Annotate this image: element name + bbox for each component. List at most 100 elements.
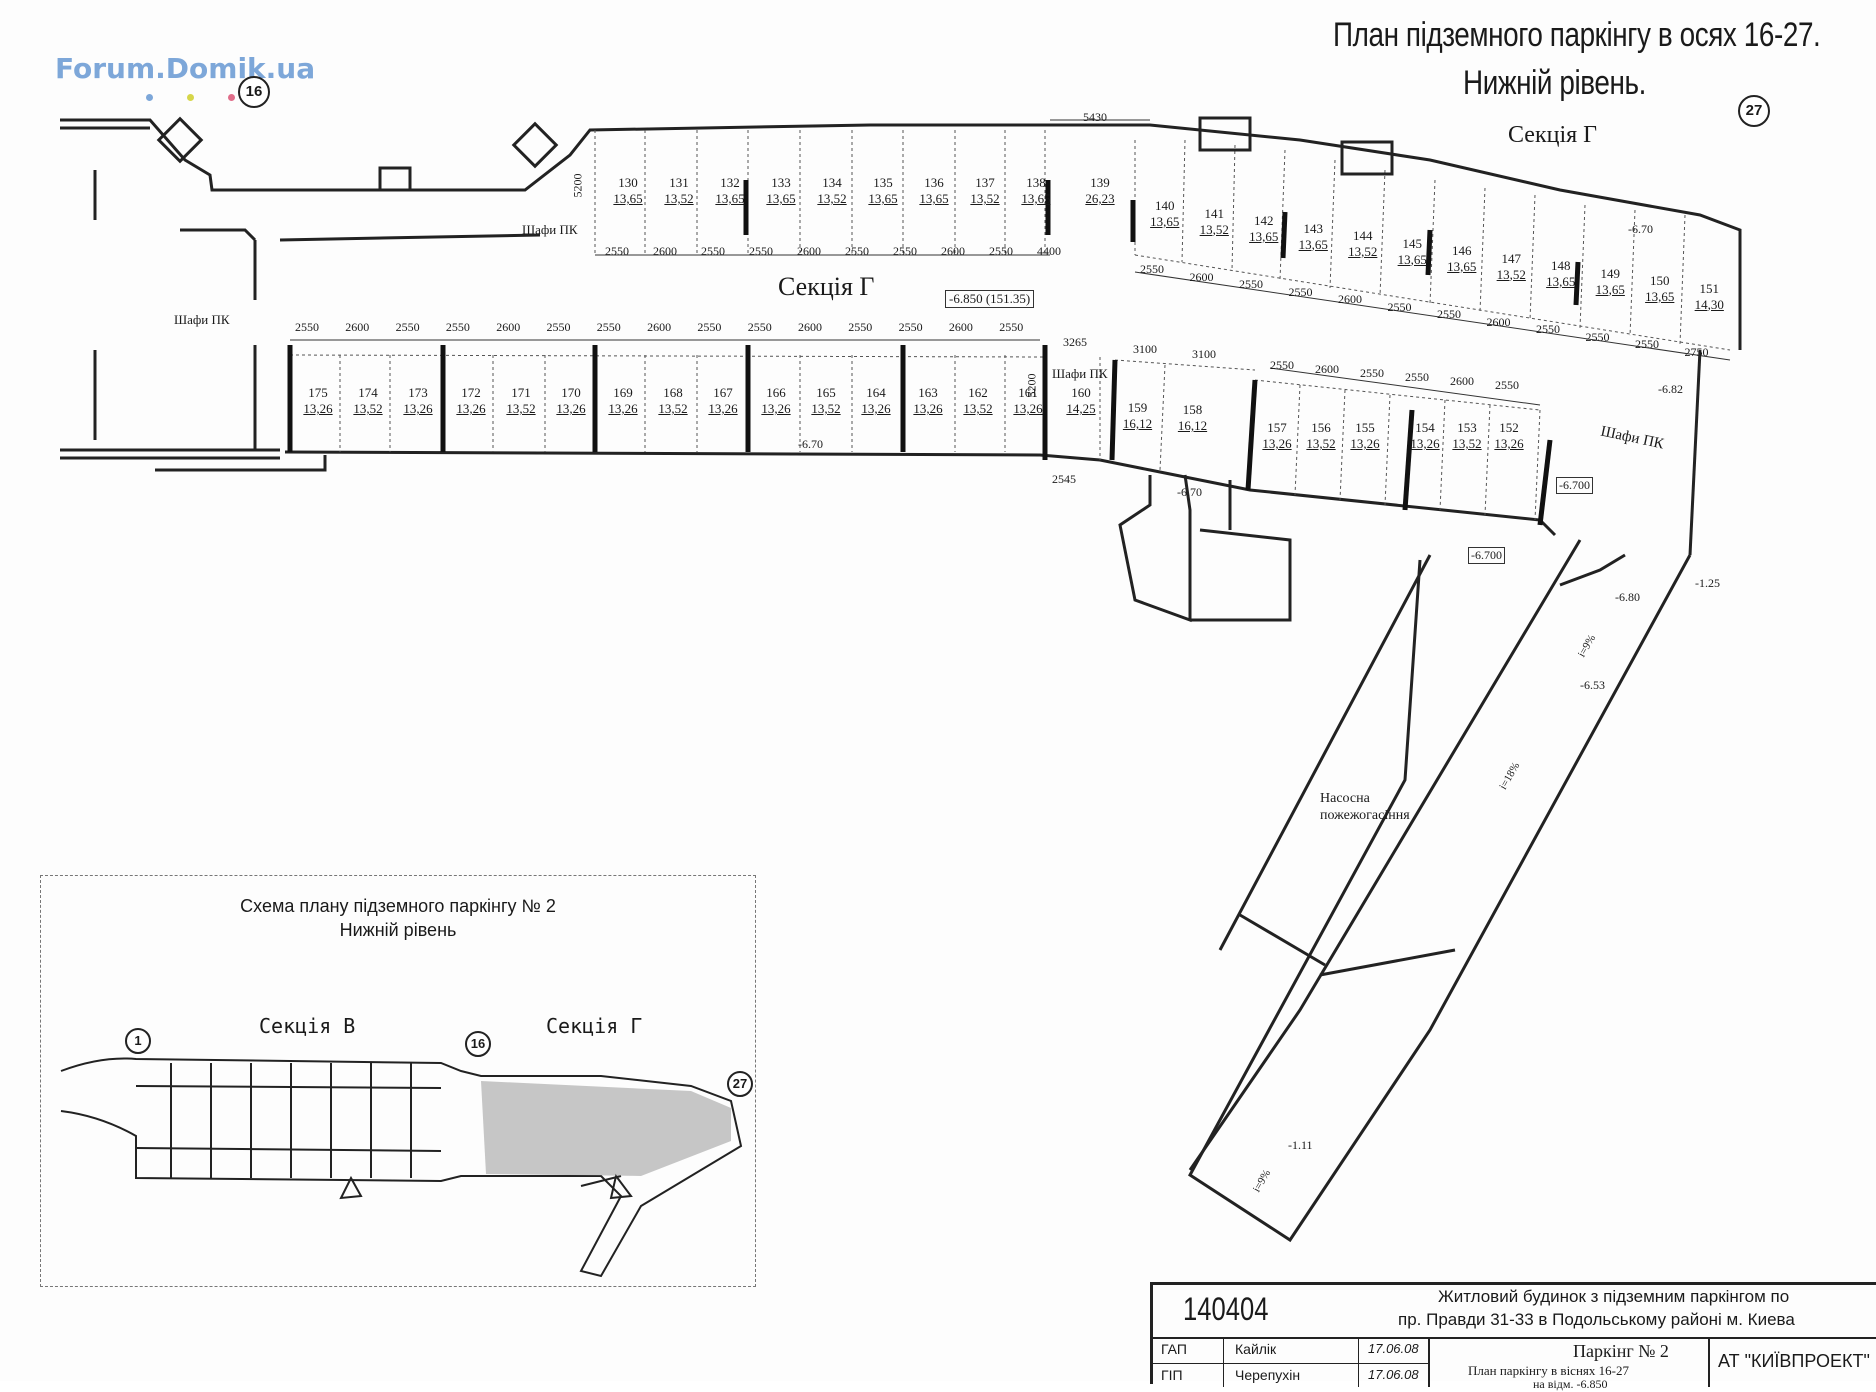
dimension-value: 2600 <box>798 320 822 334</box>
dimension-value: 2600 <box>1189 269 1214 284</box>
role-gip: ГІП <box>1161 1367 1183 1383</box>
scheme-axis-16: 16 <box>465 1031 491 1057</box>
level-mark: -6.850 (151.35) <box>945 290 1035 308</box>
parking-space-number: 175 <box>308 385 328 400</box>
scheme-axis-1: 1 <box>125 1028 151 1054</box>
parking-space-number: 130 <box>618 175 638 190</box>
parking-space-area: 13,65 <box>1021 191 1051 206</box>
dimension-value: 2550 <box>445 320 470 334</box>
parking-space-number: 155 <box>1355 420 1375 435</box>
parking-space-number: 174 <box>358 385 378 400</box>
dimension-value: 2600 <box>948 320 973 334</box>
dimension-value: 2550 <box>1495 378 1519 392</box>
dimension-value: 2550 <box>1140 262 1164 276</box>
vent-shafts <box>156 116 1394 192</box>
organization: АТ "КИЇВПРОЕКТ" <box>1718 1351 1870 1371</box>
name-gap: Кайлік <box>1235 1341 1277 1357</box>
dimension-value: 2550 <box>749 244 773 258</box>
dimension-value: 4400 <box>1037 244 1061 258</box>
parking-space-area: 13,65 <box>1150 214 1180 229</box>
parking-space-area: 13,65 <box>613 191 643 206</box>
fire-cabinet-label-1: Шафи ПК <box>522 222 578 237</box>
elev-5: -6.70 <box>1177 485 1202 499</box>
elev-4: -6.700 <box>1556 477 1593 494</box>
dimension-value: 2550 <box>989 244 1013 258</box>
parking-space-number: 158 <box>1182 402 1203 417</box>
dimension-value: 2550 <box>747 320 772 334</box>
parking-space-number: 133 <box>771 175 791 190</box>
parking-space-area: 13,65 <box>1397 251 1427 267</box>
parking-space-area: 14,30 <box>1694 296 1724 312</box>
parking-space-area: 13,65 <box>868 191 898 206</box>
parking-space-area: 13,65 <box>1546 274 1576 289</box>
parking-space-area: 13,65 <box>1298 236 1328 252</box>
parking-space-area: 13,26 <box>761 401 791 416</box>
parking-space-number: 167 <box>713 385 733 400</box>
parking-space-number: 154 <box>1415 420 1435 435</box>
parking-space-number: 159 <box>1127 400 1148 415</box>
dimension-value: 2550 <box>1585 329 1610 344</box>
dim-5430: 5430 <box>1083 110 1107 124</box>
columns <box>287 180 1581 526</box>
parking-space-number: 163 <box>918 385 938 400</box>
parking-space-number: 146 <box>1452 243 1472 258</box>
dimension-value: 2550 <box>1360 366 1384 380</box>
parking-space-area: 16,12 <box>1122 416 1153 431</box>
parking-space-number: 166 <box>766 385 786 400</box>
parking-space-area: 14,25 <box>1066 401 1096 416</box>
watermark-dots <box>146 88 269 106</box>
elev-8: -6.53 <box>1580 678 1605 692</box>
plan-title: План підземного паркінгу в осях 16-27. <box>1333 16 1821 54</box>
grid-bottom-right <box>1114 359 1541 521</box>
parking-space-area: 13,26 <box>403 401 433 416</box>
dim-3100-b: 3100 <box>1192 347 1216 361</box>
parking-space-number: 169 <box>613 385 633 400</box>
dim-3265: 3265 <box>1063 335 1087 349</box>
parking-space-area: 13,52 <box>353 401 383 416</box>
parking-space-number: 149 <box>1600 265 1621 281</box>
project-desc-line2: пр. Правди 31-33 в Подольському районі м… <box>1398 1310 1795 1329</box>
parking-space-area: 13,65 <box>1447 259 1477 274</box>
dimension-lines <box>290 119 1731 406</box>
parking-space-area: 13,65 <box>1595 281 1625 297</box>
elev-7: -6.80 <box>1615 590 1640 604</box>
parking-space-area: 13,52 <box>1452 436 1482 451</box>
dimension-value: 2600 <box>797 244 821 258</box>
parking-space-number: 151 <box>1699 280 1720 296</box>
axis-marker-27: 27 <box>1738 95 1770 127</box>
parking-space-number: 141 <box>1204 205 1225 221</box>
parking-space-area: 13,52 <box>1199 221 1229 237</box>
fire-cabinet-label-3: Шафи ПК <box>1052 366 1108 381</box>
parking-space-number: 131 <box>669 175 689 190</box>
name-gip: Черепухін <box>1235 1367 1301 1383</box>
dimension-value: 2600 <box>647 320 672 334</box>
parking-space-number: 157 <box>1267 420 1287 435</box>
parking-space-area: 13,52 <box>1348 244 1378 259</box>
scheme-axis-27: 27 <box>727 1071 753 1097</box>
scheme-inset: Схема плану підземного паркінгу № 2 Нижн… <box>40 875 756 1287</box>
dimension-value: 2600 <box>1315 362 1339 376</box>
elev-9: -1.25 <box>1695 576 1720 590</box>
